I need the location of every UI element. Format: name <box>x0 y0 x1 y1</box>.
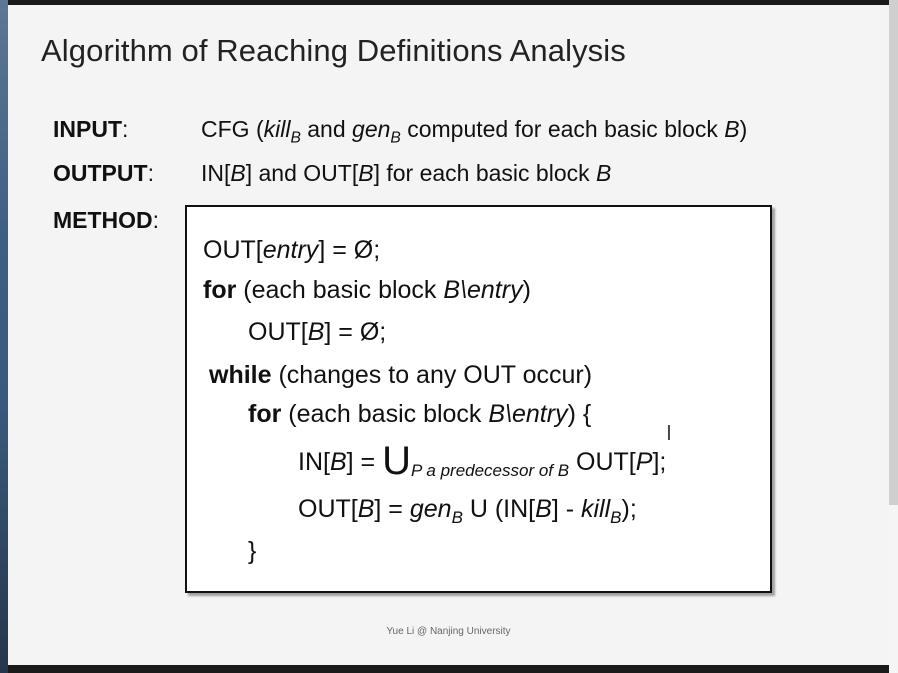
output-row: OUTPUT: IN[B] and OUT[B] for each basic … <box>53 160 611 187</box>
slide-canvas: Algorithm of Reaching Definitions Analys… <box>8 5 889 665</box>
code-line-for-loop: for (each basic block B\entry) { <box>248 400 592 428</box>
code-line-while: while (changes to any OUT occur) <box>209 361 593 389</box>
method-row: METHOD: <box>53 207 159 234</box>
code-line-for-init: for (each basic block B\entry) <box>203 276 531 304</box>
slide-title: Algorithm of Reaching Definitions Analys… <box>41 33 626 68</box>
side-panel-right <box>889 0 898 673</box>
code-line-out-entry: OUT[entry] = Ø; <box>203 236 381 264</box>
code-line-out-update: OUT[B] = genB U (IN[B] - killB); <box>298 495 637 527</box>
input-label: INPUT <box>53 116 122 142</box>
text-cursor-icon: Ι <box>666 421 672 445</box>
method-colon: : <box>152 207 160 233</box>
scrollbar-track[interactable] <box>889 0 898 505</box>
slide-footer: Yue Li @ Nanjing University <box>386 626 511 637</box>
output-colon: : <box>147 160 154 186</box>
algorithm-box: OUT[entry] = Ø; for (each basic block B\… <box>185 205 772 593</box>
code-line-close-brace: } <box>248 537 257 565</box>
code-line-in-update: IN[B] = UP a predecessor of B OUT[P]; <box>298 439 667 483</box>
input-row: INPUT: CFG (killB and genB computed for … <box>53 116 747 146</box>
desktop-edge-left <box>0 0 8 673</box>
output-label: OUTPUT <box>53 160 148 186</box>
output-description: IN[B] and OUT[B] for each basic block B <box>201 160 612 186</box>
union-symbol: U <box>382 439 411 483</box>
code-line-out-init: OUT[B] = Ø; <box>248 318 387 346</box>
input-description: CFG (killB and genB computed for each ba… <box>201 116 748 147</box>
input-colon: : <box>122 116 129 142</box>
panel-lower-area <box>889 505 898 673</box>
method-label: METHOD <box>53 207 153 233</box>
